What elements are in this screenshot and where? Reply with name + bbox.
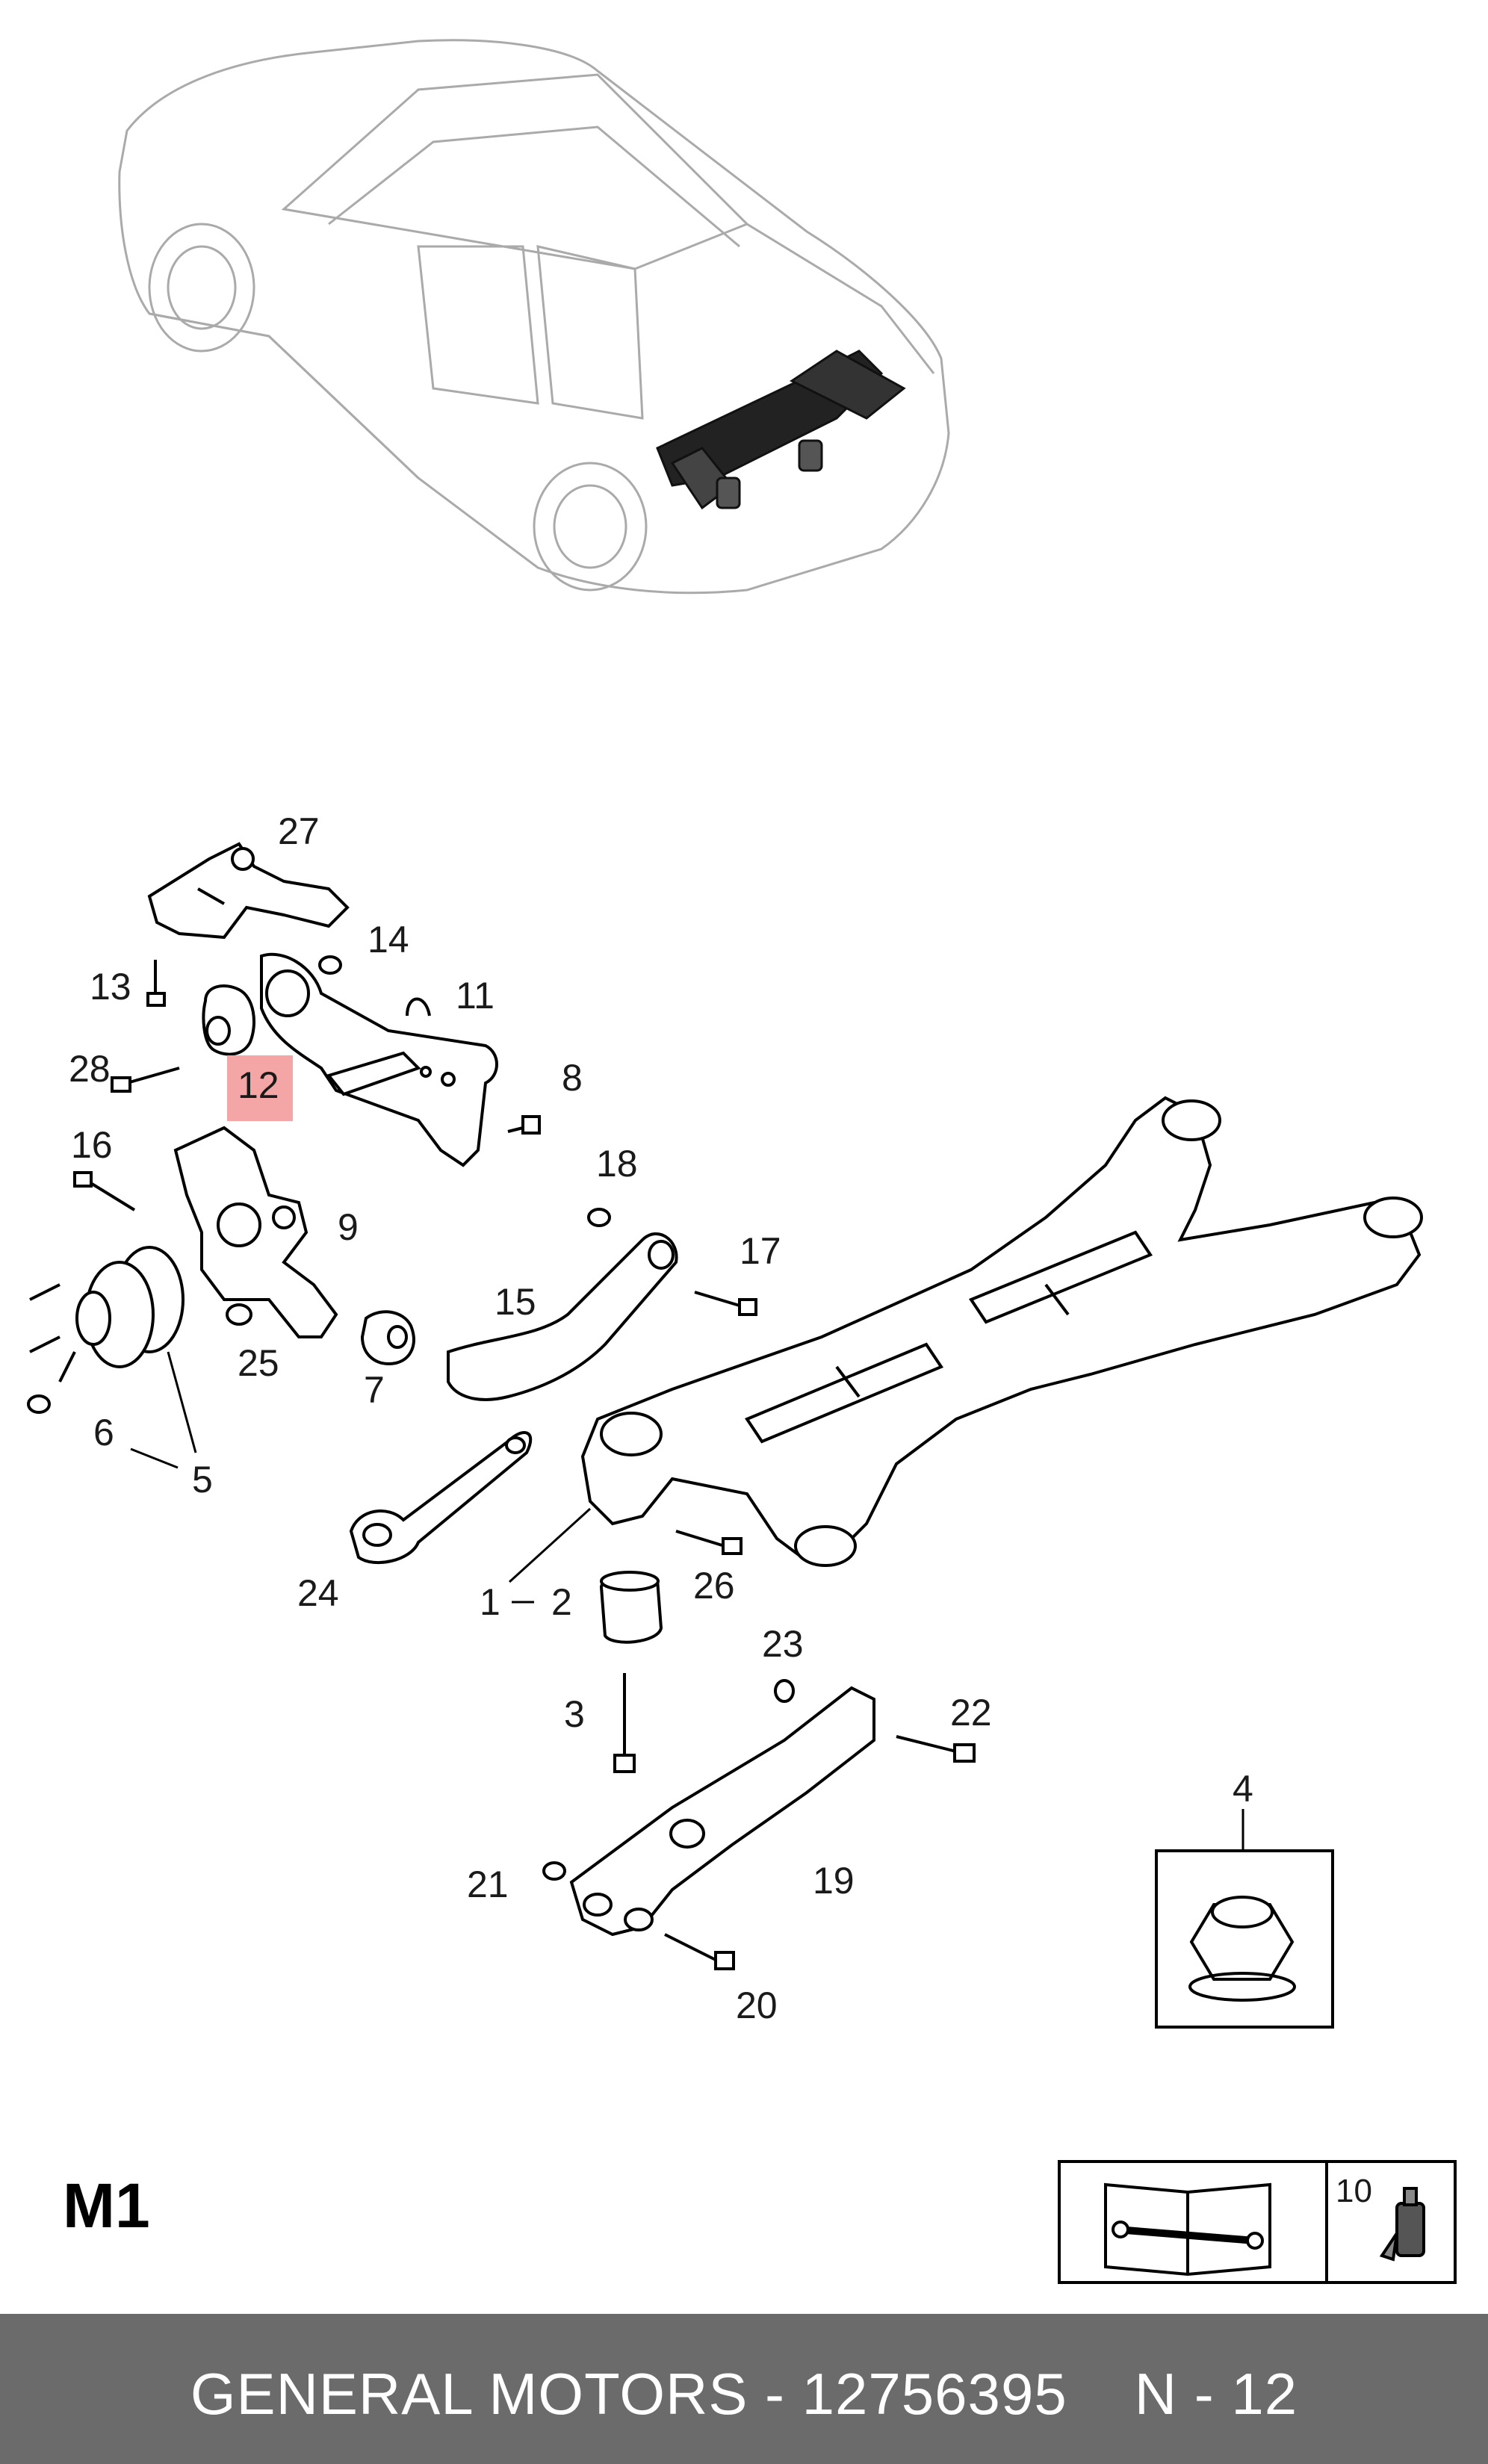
highlight-12 <box>227 1055 293 1121</box>
part-12-bushing <box>202 984 255 1056</box>
callout-5: 5 <box>192 1459 213 1501</box>
repair-manual-icon <box>1104 2182 1271 2277</box>
callout-3: 3 <box>564 1693 585 1735</box>
footer-text: GENERAL MOTORS - 12756395 N - 12 <box>0 2360 1488 2428</box>
part-9-knuckle <box>173 1126 338 1338</box>
footer-brand: GENERAL MOTORS - 12756395 <box>190 2361 1067 2427</box>
part-5-hub <box>29 1246 185 1382</box>
part-24-link <box>349 1431 533 1564</box>
callout-6: 6 <box>93 1412 114 1453</box>
vehicle-outline <box>118 39 950 595</box>
callout-18: 18 <box>596 1143 638 1185</box>
callout-8: 8 <box>562 1057 583 1099</box>
callout-14: 14 <box>368 919 409 961</box>
callout-12: 12 <box>238 1064 279 1106</box>
part-2-mount <box>599 1571 663 1644</box>
callout-28: 28 <box>69 1048 111 1090</box>
callout-24: 24 <box>297 1572 339 1614</box>
callout-17: 17 <box>740 1230 781 1272</box>
callout-4: 4 <box>1233 1768 1253 1810</box>
callout-11: 11 <box>456 975 495 1017</box>
diagram-code: M1 <box>63 2170 150 2241</box>
callout-19: 19 <box>813 1860 855 1902</box>
part-1-subframe <box>580 1096 1423 1567</box>
callout-2: 2 <box>551 1581 572 1623</box>
callout-10: 10 <box>1336 2173 1372 2209</box>
callout-27: 27 <box>278 810 320 852</box>
callout-9: 9 <box>338 1206 359 1248</box>
part-27-bracket <box>147 842 350 940</box>
callout-22: 22 <box>950 1692 992 1734</box>
leader-1 <box>508 1507 592 1583</box>
vehicle-subframe-highlight <box>656 350 906 510</box>
part-4-nut-box <box>1155 1809 1334 2029</box>
part-11-control-arm <box>260 952 498 1167</box>
callout-labels: 27 14 13 11 28 12 8 16 18 9 17 15 25 7 6… <box>69 810 1372 2209</box>
callout-7: 7 <box>364 1369 385 1411</box>
part-19-lower-arm <box>569 1686 875 1937</box>
callout-21: 21 <box>467 1863 509 1905</box>
callout-26: 26 <box>693 1565 735 1607</box>
callout-25: 25 <box>238 1342 279 1384</box>
callout-23: 23 <box>762 1623 804 1665</box>
adhesive-bottle-icon <box>1379 2187 1425 2262</box>
callout-16: 16 <box>71 1124 113 1166</box>
part-15-link <box>447 1232 678 1401</box>
callout-15: 15 <box>495 1281 536 1323</box>
part-7-bushing <box>360 1310 415 1365</box>
callout-20: 20 <box>736 1984 778 2026</box>
bolts <box>73 960 976 1970</box>
leader-5 <box>167 1351 197 1453</box>
footer-page: N - 12 <box>1134 2361 1298 2427</box>
callout-1: 1 <box>480 1581 500 1623</box>
callout-13: 13 <box>90 966 131 1008</box>
nuts <box>27 955 795 1881</box>
leader-5-6 <box>130 1447 179 1469</box>
footer-bar: GENERAL MOTORS - 12756395 N - 12 <box>0 2314 1488 2464</box>
